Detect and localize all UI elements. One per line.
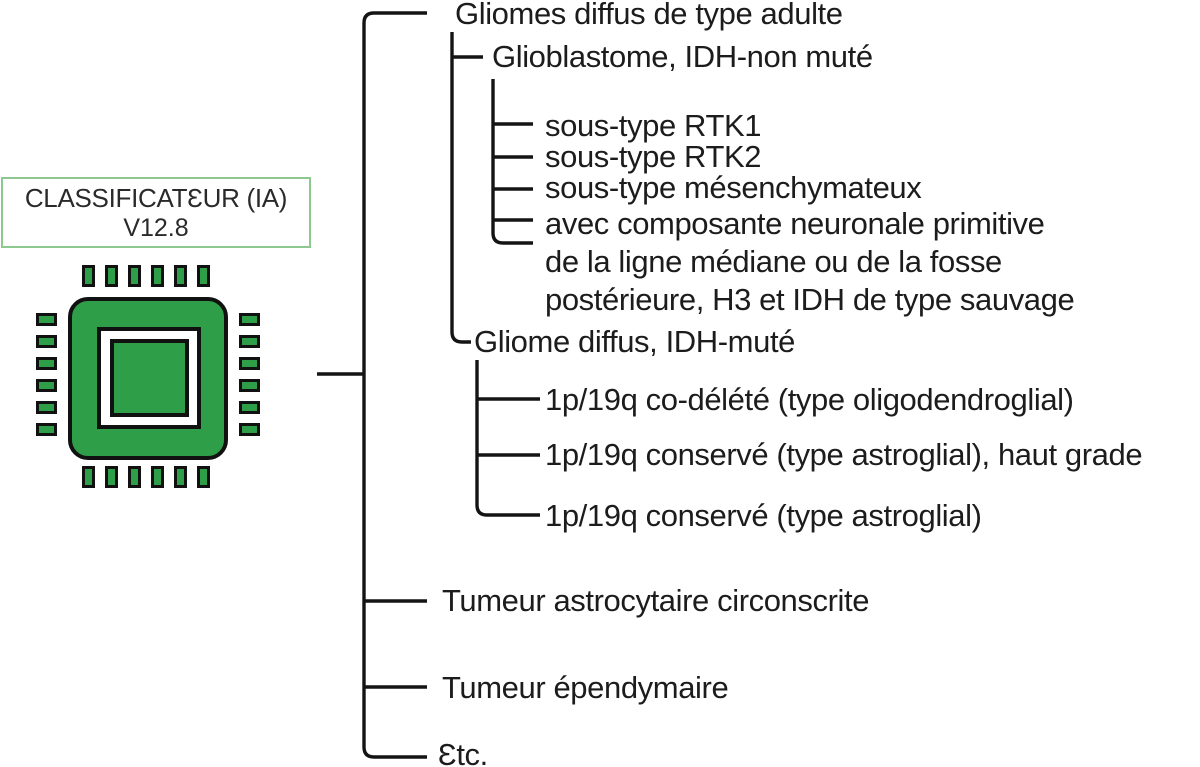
- node-avec-composante-neuronale: avec composante neuronale primitive: [545, 206, 1045, 241]
- node-gliome-diffus-idh-mute: Gliome diffus, IDH-muté: [474, 324, 795, 359]
- node-sous-type-mesenchymateux: sous-type mésenchymateux: [545, 170, 922, 205]
- chip-core: [110, 339, 189, 417]
- classifier-title: CLASSIFICATƐUR (IA): [24, 182, 288, 213]
- node-1p19q-conserve: 1p/19q conservé (type astroglial): [545, 498, 982, 533]
- node-tumeur-ependymaire: Tumeur épendymaire: [442, 670, 729, 705]
- node-sous-type-rtk2: sous-type RTK2: [545, 139, 762, 174]
- node-tumeur-astrocytaire: Tumeur astrocytaire circonscrite: [442, 583, 870, 618]
- chip-pins-left: [36, 313, 57, 436]
- node-ligne-mediane-line-1: de la ligne médiane ou de la fosse: [545, 244, 1002, 279]
- node-etc: Ɛtc.: [438, 737, 488, 767]
- node-1p19q-conserve-haut-grade: 1p/19q conservé (type astroglial), haut …: [545, 437, 1143, 472]
- node-gliomes-diffus-adulte: Gliomes diffus de type adulte: [455, 0, 843, 31]
- chip-pins-top: [82, 265, 210, 287]
- chip-pins-bottom: [82, 466, 210, 488]
- node-sous-type-rtk1: sous-type RTK1: [545, 108, 762, 143]
- chip-pins-right: [239, 313, 260, 436]
- node-ligne-mediane-line-2: postérieure, H3 et IDH de type sauvage: [545, 282, 1075, 317]
- node-glioblastome-idh-non-mute: Glioblastome, IDH-non muté: [492, 39, 873, 74]
- classifier-label-box: CLASSIFICATƐUR (IA) V12.8: [1, 177, 311, 248]
- node-1p19q-co-delete: 1p/19q co-délété (type oligodendroglial): [545, 382, 1074, 417]
- classifier-version: V12.8: [123, 213, 189, 242]
